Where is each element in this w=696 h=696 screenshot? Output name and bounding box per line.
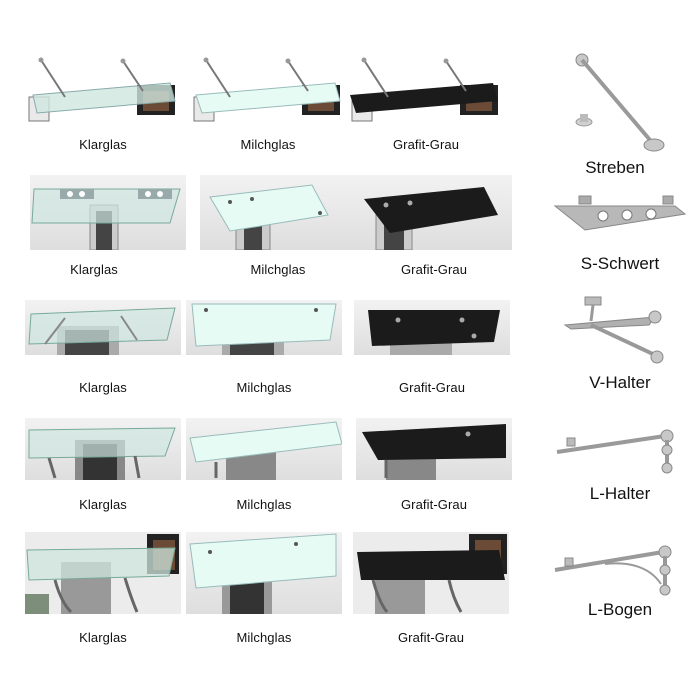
caption: Milchglas — [236, 380, 292, 395]
part-s-schwert[interactable]: S-Schwert — [545, 190, 695, 273]
caption: Klarglas — [79, 497, 127, 512]
canopy-image — [356, 418, 512, 480]
part-v-halter[interactable]: V-Halter — [545, 295, 695, 392]
l-bogen-bracket-icon — [554, 545, 672, 596]
streben-bracket-icon — [575, 53, 665, 152]
canopy-image — [25, 418, 181, 480]
part-l-bogen[interactable]: L-Bogen — [545, 538, 695, 619]
caption: Klarglas — [70, 262, 118, 277]
s-schwert-bracket-icon — [553, 195, 687, 231]
canopy-image — [356, 175, 512, 250]
part-label: Streben — [585, 158, 645, 177]
part-label: V-Halter — [589, 373, 651, 392]
caption: Klarglas — [79, 380, 127, 395]
caption: Milchglas — [250, 262, 306, 277]
canopy-image — [348, 55, 504, 125]
caption: Klarglas — [79, 630, 127, 645]
canopy-image — [186, 418, 342, 480]
l-halter-bracket-icon — [556, 429, 674, 474]
canopy-image — [30, 175, 186, 250]
canopy-image — [353, 532, 509, 614]
caption: Grafit-Grau — [398, 380, 466, 395]
caption: Milchglas — [236, 630, 292, 645]
part-l-halter[interactable]: L-Halter — [545, 420, 695, 503]
caption: Grafit-Grau — [392, 137, 460, 152]
canopy-image — [200, 175, 356, 250]
part-label: L-Bogen — [587, 600, 653, 619]
canopy-image — [186, 532, 342, 614]
caption: Grafit-Grau — [397, 630, 465, 645]
caption: Milchglas — [240, 137, 296, 152]
caption: Milchglas — [236, 497, 292, 512]
v-halter-bracket-icon — [563, 296, 664, 364]
canopy-image — [186, 300, 342, 355]
canopy-image — [354, 300, 510, 355]
caption: Klarglas — [79, 137, 127, 152]
canopy-image — [25, 300, 181, 355]
part-label: L-Halter — [589, 484, 651, 503]
part-streben[interactable]: Streben — [540, 50, 690, 177]
canopy-image — [25, 532, 181, 614]
caption: Grafit-Grau — [400, 262, 468, 277]
canopy-image — [25, 55, 181, 125]
part-label: S-Schwert — [580, 254, 660, 273]
canopy-image — [190, 55, 346, 125]
caption: Grafit-Grau — [400, 497, 468, 512]
